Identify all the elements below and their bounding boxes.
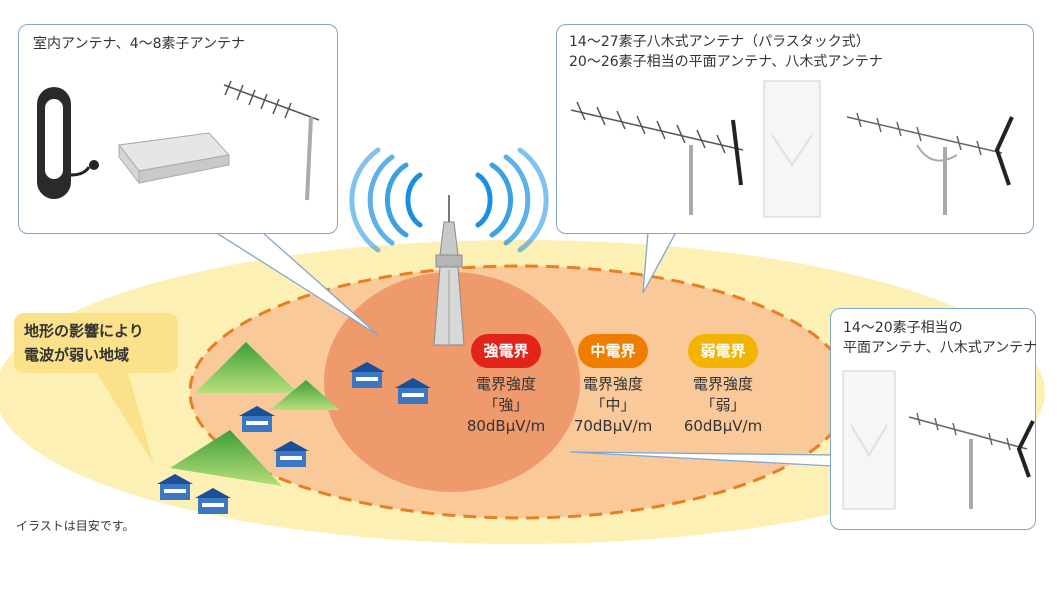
medium-field-strength-label: 電界強度 bbox=[582, 375, 643, 393]
terrain-note-line-1: 地形の影響により bbox=[24, 322, 144, 340]
weak-field-level: 「弱」 bbox=[700, 396, 746, 414]
strong-field-antenna-callout: 14〜27素子八木式アンテナ（パラスタック式） 20〜26素子相当の平面アンテナ… bbox=[556, 24, 1034, 234]
outdoor-antennas-illustration bbox=[570, 80, 1014, 218]
medium-zone-label: 中電界 電界強度 「中」 70dBμV/m bbox=[573, 334, 653, 437]
strong-field-badge: 強電界 bbox=[471, 334, 541, 368]
medium-field-value: 70dBμV/m bbox=[573, 417, 653, 435]
flat-panel-antenna-icon bbox=[842, 370, 896, 510]
strong-field-callout-line-2: 20〜26素子相当の平面アンテナ、八木式アンテナ bbox=[569, 54, 883, 70]
signal-waves-icon bbox=[349, 147, 549, 253]
indoor-antenna-callout-title: 室内アンテナ、4〜8素子アンテナ bbox=[33, 36, 245, 52]
strong-field-callout-line-1: 14〜27素子八木式アンテナ（パラスタック式） bbox=[569, 34, 870, 50]
weak-field-badge: 弱電界 bbox=[688, 334, 758, 368]
weak-field-callout-line-1: 14〜20素子相当の bbox=[843, 320, 963, 336]
weak-field-antenna-callout: 14〜20素子相当の 平面アンテナ、八木式アンテナ bbox=[830, 308, 1038, 530]
weak-field-value: 60dBμV/m bbox=[683, 417, 763, 435]
terrain-note-line-2: 電波が弱い地域 bbox=[24, 346, 130, 364]
disclaimer-text: イラストは目安です。 bbox=[16, 519, 135, 533]
houses-icon bbox=[157, 362, 431, 514]
weak-zone-label: 弱電界 電界強度 「弱」 60dBμV/m bbox=[683, 334, 763, 437]
mountains-icon bbox=[170, 342, 340, 486]
inner-zone-strong bbox=[324, 272, 580, 492]
broadcast-tower-icon bbox=[433, 195, 465, 346]
yagi-antenna-large-icon bbox=[846, 112, 1014, 215]
parastack-yagi-antenna-icon bbox=[570, 101, 744, 215]
strong-field-strength-label: 電界強度 bbox=[475, 375, 536, 393]
weak-field-callout-line-2: 平面アンテナ、八木式アンテナ bbox=[843, 340, 1038, 356]
weak-field-strength-label: 電界強度 bbox=[692, 375, 753, 393]
strong-zone-label: 強電界 電界強度 「強」 80dBμV/m bbox=[466, 334, 546, 437]
weak-field-antennas-illustration bbox=[842, 370, 1035, 510]
indoor-antennas-illustration bbox=[37, 80, 320, 201]
terrain-note-bubble: 地形の影響により 電波が弱い地域 bbox=[14, 313, 178, 373]
medium-field-level: 「中」 bbox=[590, 396, 636, 414]
medium-field-badge: 中電界 bbox=[578, 334, 648, 368]
set-top-box-icon bbox=[118, 132, 230, 185]
terrain-note-pointer bbox=[96, 372, 154, 465]
indoor-loop-antenna-icon bbox=[37, 87, 99, 199]
indoor-antenna-callout: 室内アンテナ、4〜8素子アンテナ bbox=[18, 24, 338, 234]
strong-field-value: 80dBμV/m bbox=[466, 417, 546, 435]
flat-panel-antenna-icon bbox=[763, 80, 821, 218]
yagi-antenna-icon bbox=[223, 80, 320, 201]
yagi-antenna-icon bbox=[908, 412, 1035, 509]
strong-field-level: 「強」 bbox=[483, 396, 529, 414]
